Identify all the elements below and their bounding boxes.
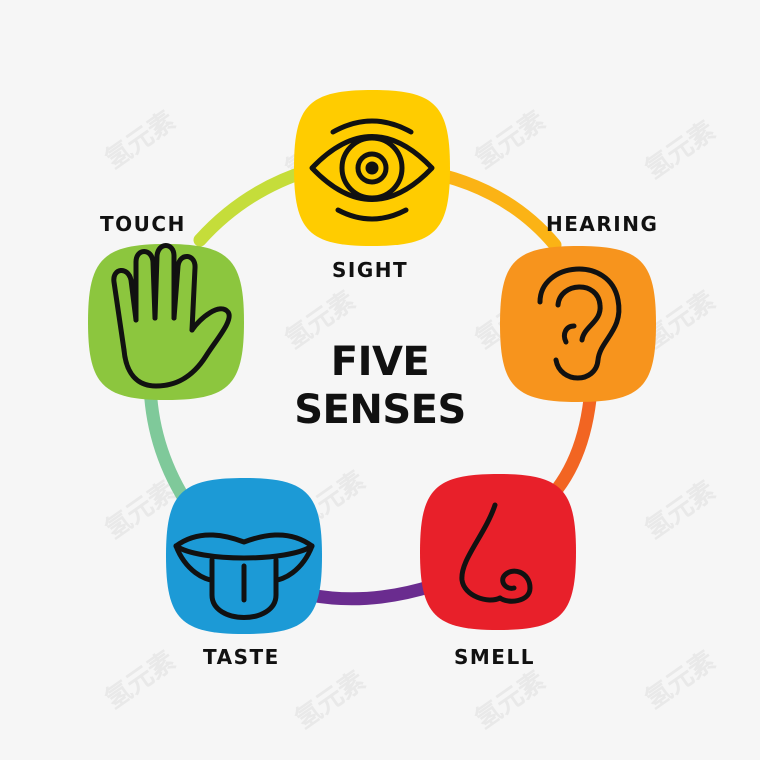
label-hearing: HEARING — [546, 212, 659, 236]
label-touch: TOUCH — [100, 212, 186, 236]
title-line-2: SENSES — [294, 387, 466, 433]
ear-icon — [537, 266, 622, 381]
label-smell: SMELL — [454, 645, 535, 669]
ring-segment-touch-sight — [193, 163, 317, 247]
diagram-title: FIVE SENSES — [230, 338, 530, 434]
label-sight: SIGHT — [332, 258, 409, 282]
smell-tile-bg — [420, 474, 576, 630]
title-line-1: FIVE — [330, 339, 430, 385]
tongue-icon — [173, 532, 315, 620]
eye-icon — [309, 118, 435, 222]
smell-tile — [420, 474, 576, 630]
label-taste: TASTE — [203, 645, 280, 669]
touch-tile — [88, 243, 244, 400]
touch-tile-bg — [88, 244, 244, 400]
hand-icon — [111, 243, 232, 389]
sight-tile — [294, 90, 450, 246]
hearing-tile-bg — [500, 246, 656, 402]
ring-segment-smell-taste — [303, 578, 442, 606]
hearing-tile — [500, 246, 656, 402]
taste-tile — [166, 478, 322, 634]
nose-icon — [459, 502, 533, 604]
